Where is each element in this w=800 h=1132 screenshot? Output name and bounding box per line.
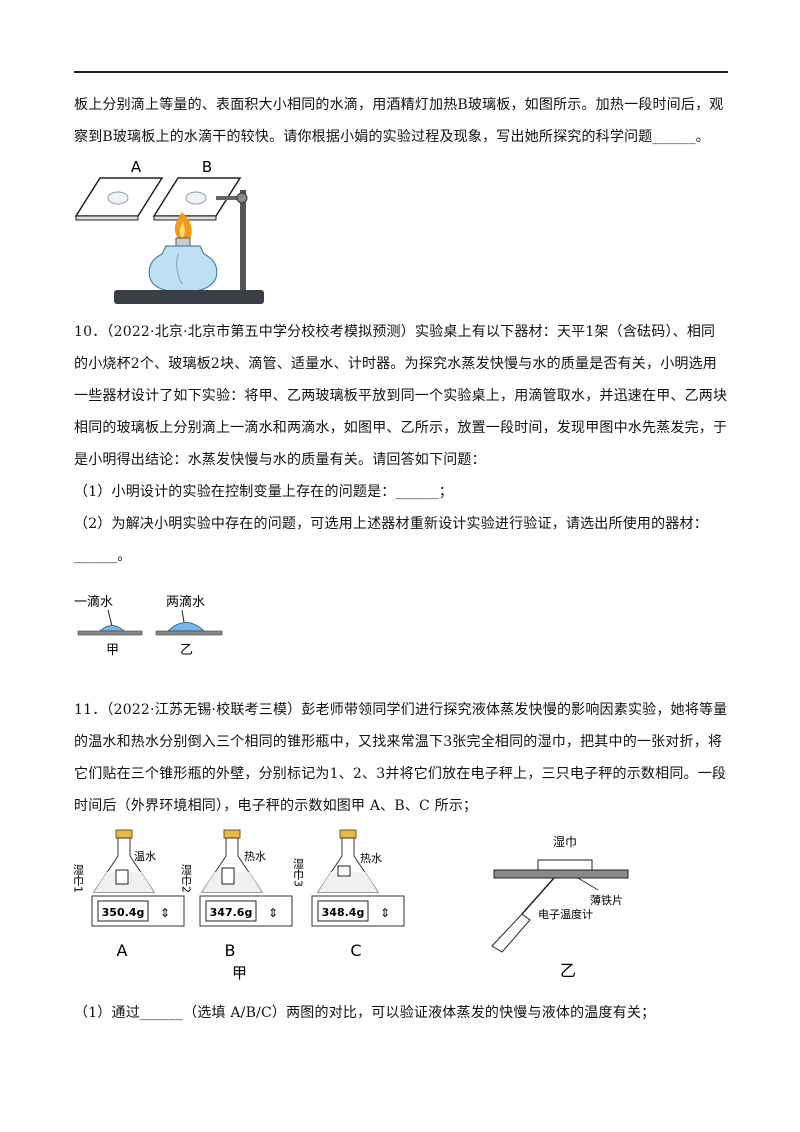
scale-b-reading: 347.6g bbox=[210, 906, 253, 919]
wet-towel-1 bbox=[115, 869, 129, 885]
scale-a-reading: 350.4g bbox=[102, 906, 145, 919]
flask-c-group: 湿巾3 热水 348.4g ⇕ C bbox=[292, 829, 405, 960]
lamp-wick bbox=[176, 253, 183, 285]
q10-line: （1）小明设计的实验在控制变量上存在的问题是：______； bbox=[74, 484, 453, 500]
fig-yi-label: 乙 bbox=[560, 961, 576, 980]
flask-b-label: B bbox=[225, 941, 236, 960]
q11-text: 11．（2022·江苏无锡·校联考三模）彭老师带领同学们进行探究液体蒸发快慢的影… bbox=[74, 694, 734, 822]
flask-stopper bbox=[223, 829, 241, 839]
water-label-c: 热水 bbox=[360, 852, 382, 865]
plate-jia bbox=[77, 630, 143, 636]
scale-b-buttons-icon: ⇕ bbox=[268, 906, 278, 920]
q10-line: 一些器材设计了如下实验：将甲、乙两玻璃板平放到同一个实验桌上，用滴管取水，并迅速… bbox=[74, 388, 728, 404]
thermometer-body bbox=[491, 913, 531, 953]
header-rule bbox=[74, 71, 728, 73]
scale-a-buttons-icon: ⇕ bbox=[160, 906, 170, 920]
alcohol-lamp bbox=[148, 245, 218, 293]
q9-line: 察到B玻璃板上的水滴干的较快。请你根据小娟的实验过程及现象，写出她所探究的科学问… bbox=[74, 129, 710, 145]
q11-line: 它们贴在三个锥形瓶的外壁，分别标记为1、2、3并将它们放在电子秤上，三只电子秤的… bbox=[74, 766, 727, 782]
jia-label: 甲 bbox=[106, 643, 119, 658]
group-label-jia: 甲 bbox=[232, 964, 247, 982]
q10-line: 10．（2022·北京·北京市第五中学分校校考模拟预测）实验桌上有以下器材：天平… bbox=[74, 324, 716, 340]
q9-text: 板上分别滴上等量的、表面积大小相同的水滴，用酒精灯加热B玻璃板，如图所示。加热一… bbox=[74, 89, 734, 153]
q11-line: 的温水和热水分别倒入三个相同的锥形瓶中，又找来常温下3张完全相同的湿巾，把其中的… bbox=[74, 734, 723, 750]
wet-towel-2 bbox=[221, 867, 235, 885]
plate-a-label: A bbox=[131, 158, 142, 176]
two-drops-label: 两滴水 bbox=[166, 594, 205, 610]
plate-yi bbox=[155, 630, 223, 636]
q9-line: 板上分别滴上等量的、表面积大小相同的水滴，用酒精灯加热B玻璃板，如图所示。加热一… bbox=[74, 97, 724, 113]
flask-c-water bbox=[318, 872, 378, 892]
q10-line: 相同的玻璃板上分别滴上一滴水和两滴水，如图甲、乙所示，放置一段时间，发现甲图中水… bbox=[74, 420, 728, 436]
water-drop-a bbox=[107, 191, 129, 205]
q11-line: 11．（2022·江苏无锡·校联考三模）彭老师带领同学们进行探究液体蒸发快慢的影… bbox=[74, 702, 728, 718]
yi-label: 乙 bbox=[180, 643, 193, 658]
q10-line: 的小烧杯2个、玻璃板2块、滴管、适量水、计时器。为探究水蒸发快慢与水的质量是否有… bbox=[74, 356, 718, 372]
water-label-b: 热水 bbox=[244, 850, 266, 863]
q10-text: 10．（2022·北京·北京市第五中学分校校考模拟预测）实验桌上有以下器材：天平… bbox=[74, 316, 734, 572]
two-drops-pointer bbox=[181, 609, 185, 623]
plate-b-label: B bbox=[202, 158, 212, 176]
q10-figure: 一滴水 两滴水 甲 乙 bbox=[74, 594, 223, 658]
iron-plate-pointer bbox=[577, 877, 599, 891]
flask-a-label: A bbox=[117, 941, 128, 960]
q11-sub1: （1）通过______（选填 A/B/C）两图的对比，可以验证液体蒸发的快慢与液… bbox=[74, 997, 734, 1029]
thermometer-label: 电子温度计 bbox=[538, 907, 593, 921]
scale-c-display bbox=[317, 900, 369, 922]
stand-base bbox=[114, 290, 264, 304]
q11-figure-jia: 湿巾1 温水 350.4g ⇕ A 湿巾2 热水 347.6g ⇕ B 湿巾3 … bbox=[72, 829, 405, 982]
q11-line: 时间后（外界环境相同），电子秤的示数如图甲 A、B、C 所示； bbox=[74, 798, 478, 814]
yi-wet-towel bbox=[537, 859, 593, 871]
flask-b-group: 湿巾2 热水 347.6g ⇕ B bbox=[180, 829, 293, 960]
water-label-a: 温水 bbox=[134, 850, 156, 863]
q9-figure: A B bbox=[74, 158, 264, 304]
water-drop-b bbox=[185, 191, 207, 205]
flask-stopper bbox=[339, 829, 357, 839]
scale-b-display bbox=[205, 900, 257, 922]
towel-label-3: 湿巾3 bbox=[292, 858, 305, 887]
stand-clamp bbox=[216, 196, 242, 200]
water-drop-yi bbox=[166, 622, 206, 632]
clamp-knob bbox=[236, 192, 248, 204]
towel-label-1: 湿巾1 bbox=[72, 864, 85, 893]
one-drop-pointer bbox=[107, 609, 113, 627]
flask-a-group: 湿巾1 温水 350.4g ⇕ A bbox=[72, 829, 185, 960]
q10-line: ______。 bbox=[74, 548, 132, 564]
towel-label-2: 湿巾2 bbox=[180, 864, 193, 893]
stand-rod bbox=[240, 190, 246, 295]
glass-plate-a-edge bbox=[75, 215, 139, 221]
water-drop-jia bbox=[98, 625, 126, 632]
wet-towel-3 bbox=[337, 865, 351, 877]
yi-towel-label: 湿巾 bbox=[553, 834, 577, 849]
q11-sub1-line: （1）通过______（选填 A/B/C）两图的对比，可以验证液体蒸发的快慢与液… bbox=[74, 1005, 656, 1021]
lamp-wick-holder bbox=[175, 237, 191, 247]
scale-a-display bbox=[97, 900, 149, 922]
iron-plate bbox=[493, 869, 629, 879]
q10-line: 是小明得出结论：水蒸发快慢与水的质量有关。请回答如下问题： bbox=[74, 452, 486, 468]
q11-figure-yi: 湿巾 薄铁片 电子温度计 乙 bbox=[491, 834, 629, 980]
flame-core bbox=[179, 222, 185, 238]
flask-c-label: C bbox=[350, 941, 361, 960]
q10-line: （2）为解决小明实验中存在的问题，可选用上述器材重新设计实验进行验证，请选出所使… bbox=[74, 516, 708, 532]
scale-c-reading: 348.4g bbox=[322, 906, 365, 919]
one-drop-label: 一滴水 bbox=[74, 594, 113, 610]
thermometer-probe bbox=[521, 877, 555, 915]
iron-plate-label: 薄铁片 bbox=[590, 893, 623, 907]
flask-stopper bbox=[115, 829, 133, 839]
scale-c-buttons-icon: ⇕ bbox=[380, 906, 390, 920]
